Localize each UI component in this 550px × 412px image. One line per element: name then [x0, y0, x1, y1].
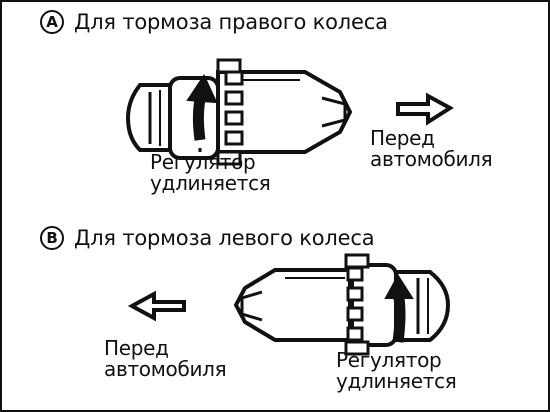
section-b-adjuster-label: Регулятор удлиняется — [336, 348, 457, 393]
section-a-title: A Для тормоза правого колеса — [40, 10, 388, 34]
section-a-front-label: Перед автомобиля — [370, 126, 493, 171]
adjuster-a — [125, 58, 353, 166]
adjuster-b-rotation-arrow — [392, 290, 406, 343]
section-b-title-text: Для тормоза левого колеса — [74, 226, 375, 250]
adjuster-b-cap — [394, 270, 451, 342]
front-arrow-a — [396, 92, 454, 126]
section-b-front-label: Перед автомобиля — [104, 336, 227, 381]
section-a-badge: A — [40, 10, 64, 34]
section-a-adjuster-label: Регулятор удлиняется — [150, 150, 271, 195]
section-b-badge: B — [40, 226, 64, 250]
front-arrow-b — [127, 290, 186, 322]
section-a-title-text: Для тормоза правого колеса — [74, 10, 388, 34]
section-b-title: B Для тормоза левого колеса — [40, 226, 375, 250]
adjuster-b-body — [233, 268, 352, 342]
adjuster-a-star-wheel — [216, 58, 244, 166]
adjuster-b-star-wheel — [344, 253, 370, 356]
adjuster-b — [233, 253, 451, 356]
